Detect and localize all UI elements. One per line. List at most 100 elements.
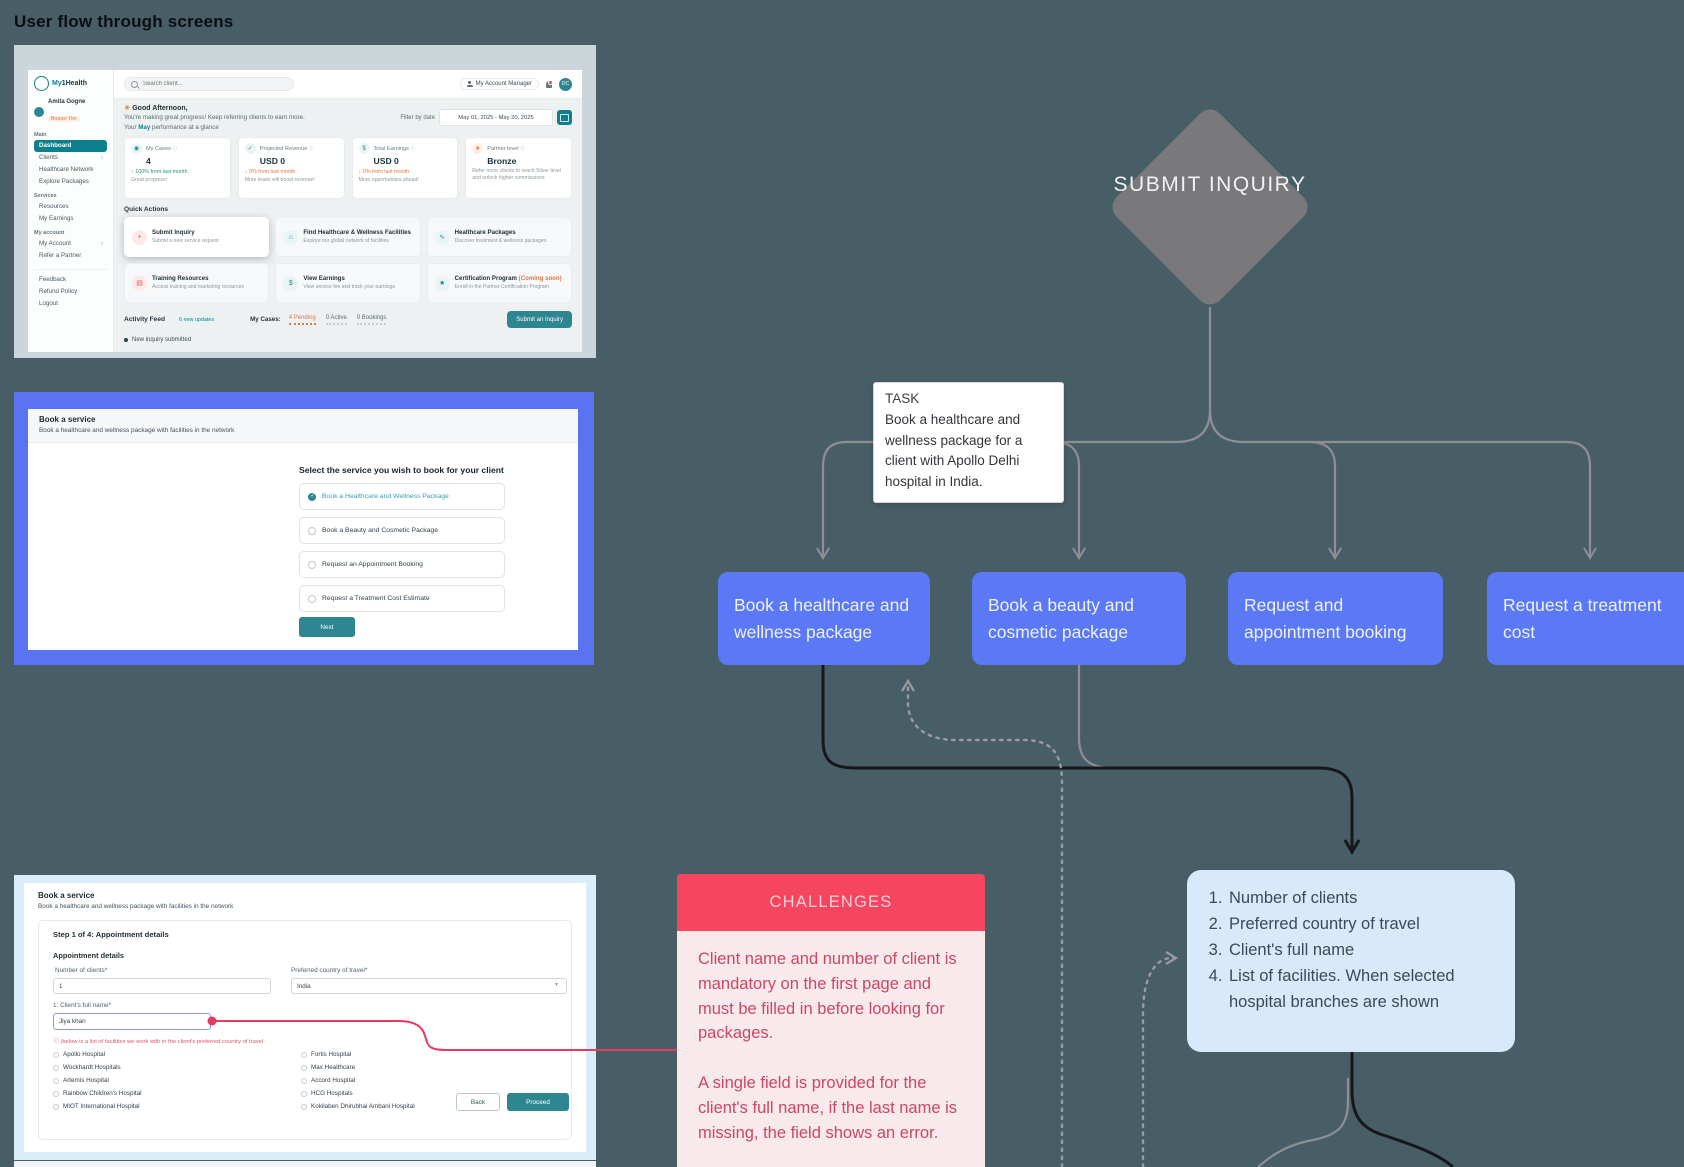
radio-icon[interactable] <box>301 1103 307 1110</box>
radio-icon[interactable] <box>53 1051 59 1058</box>
hospital-option[interactable]: Rainbow Children's Hospital <box>53 1087 142 1100</box>
back-button[interactable]: Back <box>456 1093 500 1111</box>
hospital-option[interactable]: HCG Hospitals <box>301 1087 415 1100</box>
quick-action-card[interactable]: $ View Earnings View service fee and tra… <box>275 263 421 303</box>
metric-icon: ◉ <box>131 143 142 154</box>
service-option[interactable]: Book a Beauty and Cosmetic Package <box>299 517 505 544</box>
metric-note: More leads will boost revenue! <box>244 177 315 183</box>
appointment-details-list: Number of clientsPreferred country of tr… <box>1199 886 1501 1015</box>
performance-line: Your May performance at a glance <box>124 124 219 131</box>
proceed-button[interactable]: Proceed <box>507 1093 569 1111</box>
radio-icon[interactable] <box>308 492 316 501</box>
submit-inquiry-button[interactable]: Submit an Inquiry <box>507 311 572 328</box>
number-of-clients-input[interactable] <box>53 978 271 994</box>
hospital-option[interactable]: Fortis Hospital <box>301 1048 415 1061</box>
case-tab[interactable]: 0 Active <box>325 315 347 325</box>
updates-badge: 6 new updates <box>173 314 221 325</box>
branch-box-appointment-booking: Request and appointment booking <box>1228 572 1443 665</box>
user-name: Amita Gogne <box>48 99 86 105</box>
feed-item: New inquiry submitted <box>124 337 572 343</box>
tier-badge: Bronze Tier <box>48 115 80 122</box>
chevron-down-icon: ▾ <box>555 982 559 988</box>
sidebar-user: Amita Gogne Bronze Tier <box>34 99 107 125</box>
activity-feed-title: Activity Feed <box>124 316 166 323</box>
quick-actions-grid: + Submit Inquiry Submit a new service re… <box>124 217 572 303</box>
dashboard-main: My Account Manager DC ☀ Good Afternoon, … <box>114 70 582 352</box>
metric-value: Bronze <box>487 156 517 166</box>
hospital-option[interactable]: Accord Hospital <box>301 1074 415 1087</box>
quick-action-card[interactable]: ▤ Training Resources Access training and… <box>124 263 270 303</box>
service-option[interactable]: Request a Treatment Cost Estimate <box>299 585 505 612</box>
next-button[interactable]: Next <box>299 617 355 637</box>
country-label: Preferred country of travel* <box>291 967 368 974</box>
hospital-option[interactable]: Max Healthcare <box>301 1061 415 1074</box>
service-question: Select the service you wish to book for … <box>299 465 504 475</box>
challenges-body: Client name and number of client is mand… <box>677 931 985 1167</box>
branch-box-healthcare-package: Book a healthcare and wellness package <box>718 572 930 665</box>
quick-action-card[interactable]: ∿ Healthcare Packages Discover treatment… <box>426 217 572 257</box>
account-manager-button[interactable]: My Account Manager <box>459 78 539 90</box>
sidebar-item[interactable]: Refund Policy <box>39 288 78 296</box>
case-tab[interactable]: 4 Pending <box>288 315 316 325</box>
detail-item: Number of clients <box>1227 886 1501 912</box>
quick-action-icon: $ <box>283 275 299 291</box>
radio-icon[interactable] <box>53 1064 59 1071</box>
client-name-input[interactable] <box>53 1013 211 1030</box>
sidebar-item[interactable]: My Account <box>34 238 107 250</box>
sidebar-item[interactable]: Feedback <box>39 276 67 284</box>
calendar-button[interactable] <box>557 110 572 125</box>
sidebar-item[interactable]: Resources <box>39 203 69 211</box>
my-cases-label: My Cases: <box>250 316 281 323</box>
radio-icon[interactable] <box>53 1103 59 1110</box>
hospital-option[interactable]: Wockhardt Hospitals <box>53 1061 142 1074</box>
sidebar-item[interactable]: Clients <box>34 152 107 164</box>
metric-card: ✓Projected Revenue USD 0 ↓ 0% from last … <box>237 137 345 199</box>
radio-icon[interactable] <box>308 526 316 535</box>
hospital-option[interactable]: Kokilaben Dhirubhai Ambani Hospital <box>301 1100 415 1113</box>
sidebar-item[interactable]: Refer a Partner <box>39 252 82 260</box>
radio-icon[interactable] <box>308 594 316 603</box>
detail-item: Preferred country of travel <box>1227 912 1501 938</box>
task-body: Book a healthcare and wellness package f… <box>885 412 1023 489</box>
profile-avatar[interactable]: DC <box>559 77 572 91</box>
radio-icon[interactable] <box>301 1064 307 1071</box>
next-screenshot-sliver <box>14 1161 596 1167</box>
filter-by-date-label: Filter by date <box>400 114 435 121</box>
country-select[interactable] <box>291 978 567 994</box>
service-option[interactable]: Request an Appointment Booking <box>299 551 505 578</box>
radio-icon[interactable] <box>53 1077 59 1084</box>
metric-label: Total Earnings <box>374 145 416 152</box>
sidebar-item[interactable]: Healthcare Network <box>39 166 94 174</box>
appointment-form-screenshot: Book a service Book a healthcare and wel… <box>14 875 596 1160</box>
radio-icon[interactable] <box>301 1051 307 1058</box>
sidebar-item[interactable]: Explore Packages <box>39 178 89 186</box>
metric-delta: ↓ 0% from last month <box>358 169 410 175</box>
challenges-header: CHALLENGES <box>677 874 985 931</box>
service-option[interactable]: Book a Healthcare and Wellness Package <box>299 483 505 510</box>
quick-action-card[interactable]: ⌂ Find Healthcare & Wellness Facilities … <box>275 217 421 257</box>
radio-icon[interactable] <box>308 560 316 569</box>
quick-action-card[interactable]: + Submit Inquiry Submit a new service re… <box>124 217 270 257</box>
metric-icon: $ <box>358 143 370 154</box>
hospital-option[interactable]: Artemis Hospital <box>53 1074 142 1087</box>
detail-item: List of facilities. When selected hospit… <box>1227 964 1501 1016</box>
sidebar-item[interactable]: Dashboard <box>34 139 107 152</box>
hospital-option[interactable]: Apollo Hospital <box>53 1048 142 1061</box>
quick-action-card[interactable]: ★ Certification Program (Coming soon) En… <box>426 263 572 303</box>
case-tab[interactable]: 0 Bookings <box>356 315 387 325</box>
radio-icon[interactable] <box>53 1090 59 1097</box>
metric-card: $Total Earnings USD 0 ↓ 0% from last mon… <box>351 137 459 199</box>
sidebar-item[interactable]: My Earnings <box>39 215 74 223</box>
radio-icon[interactable] <box>301 1090 307 1097</box>
bullet-icon <box>124 338 128 342</box>
search-input-wrap[interactable] <box>124 77 294 91</box>
hospital-option[interactable]: MIOT International Hospital <box>53 1100 142 1113</box>
challenge-paragraph: Client name and number of client is mand… <box>698 950 957 1043</box>
date-range-picker[interactable]: May 01, 2025 - May 20, 2025 <box>439 109 553 126</box>
notification-bell-icon[interactable] <box>546 79 553 88</box>
radio-icon[interactable] <box>301 1077 307 1084</box>
search-input[interactable] <box>141 80 265 88</box>
sidebar-item[interactable]: Logout <box>39 300 58 308</box>
appointment-details-panel: Step 1 of 4: Appointment details Appoint… <box>38 920 572 1140</box>
